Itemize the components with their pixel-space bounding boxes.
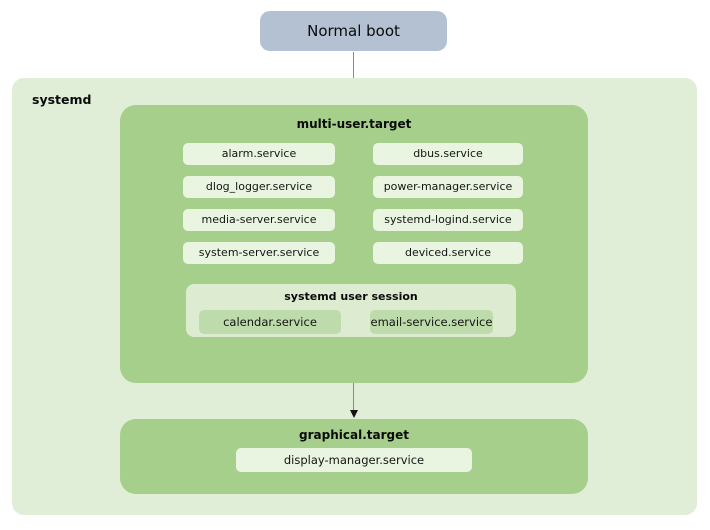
service-node-calendar: calendar.service (199, 310, 341, 334)
arrow-shaft (353, 383, 354, 410)
graphical-target-title: graphical.target (299, 428, 409, 442)
graphical-target-node: graphical.target display-manager.service (120, 419, 588, 494)
arrow-multi-user-to-graphical (349, 383, 358, 418)
service-node-system-server: system-server.service (183, 242, 335, 264)
systemd-user-session-title: systemd user session (284, 290, 418, 303)
service-node-power-manager: power-manager.service (373, 176, 523, 198)
service-node-dbus: dbus.service (373, 143, 523, 165)
systemd-user-session-node: systemd user session calendar.service em… (186, 284, 516, 337)
service-node-systemd-logind: systemd-logind.service (373, 209, 523, 231)
arrow-shaft (353, 52, 354, 97)
service-node-alarm: alarm.service (183, 143, 335, 165)
multi-user-target-node: multi-user.target alarm.service dbus.ser… (120, 105, 588, 383)
service-node-deviced: deviced.service (373, 242, 523, 264)
service-node-dlog-logger: dlog_logger.service (183, 176, 335, 198)
arrow-head-icon (349, 410, 358, 418)
service-node-media-server: media-server.service (183, 209, 335, 231)
multi-user-service-grid: alarm.service dbus.service dlog_logger.s… (183, 143, 523, 264)
service-node-display-manager: display-manager.service (236, 448, 472, 472)
multi-user-target-title: multi-user.target (296, 117, 412, 131)
systemd-container: systemd multi-user.target alarm.service … (12, 78, 697, 515)
normal-boot-node: Normal boot (260, 11, 447, 51)
service-node-email-service: email-service.service (370, 310, 493, 334)
normal-boot-label: Normal boot (307, 22, 400, 40)
systemd-label: systemd (32, 92, 92, 107)
